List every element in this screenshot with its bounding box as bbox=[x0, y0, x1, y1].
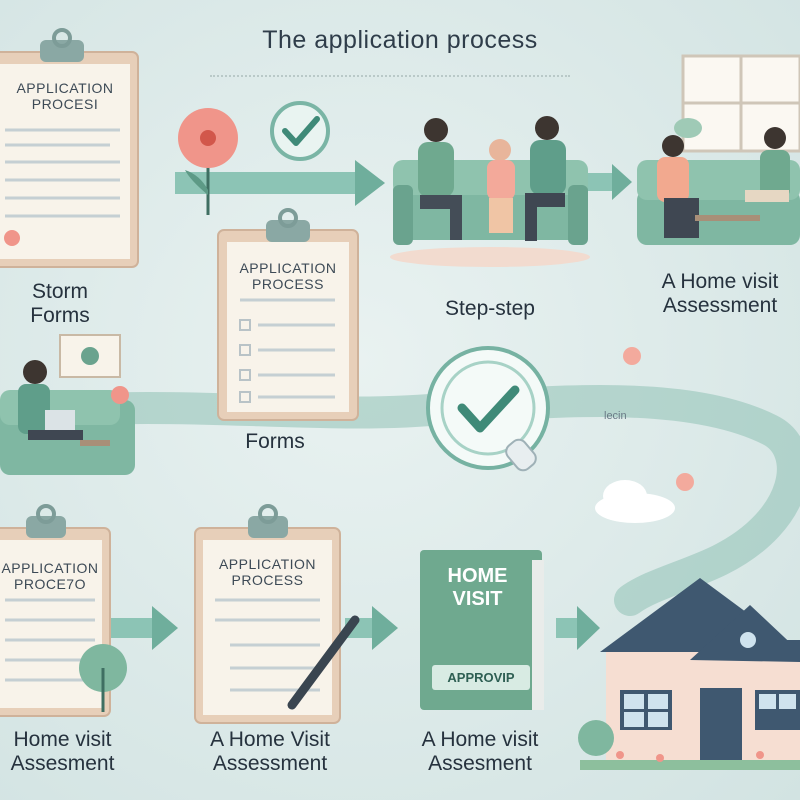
clipboard-line2: PROCE7O bbox=[14, 576, 86, 592]
clipboard-icon bbox=[0, 28, 139, 268]
label-line1: Home visit bbox=[13, 728, 112, 751]
label-home-visit-assessment: A Home visit Assessment bbox=[640, 270, 800, 318]
tree-icon bbox=[79, 644, 127, 712]
clipboard-line2: PROCESS bbox=[231, 572, 304, 588]
label-line2: Assessment bbox=[662, 294, 778, 318]
approved-stamp: APPROVIP bbox=[447, 670, 515, 685]
page-title: The application process bbox=[262, 26, 538, 54]
clipboard-heading: APPLICATION PROCESS bbox=[203, 556, 332, 588]
family-sofa-illustration bbox=[390, 116, 590, 267]
book-line1: HOME bbox=[447, 565, 508, 587]
label-line1: A Home visit bbox=[421, 728, 539, 751]
label-line1: A Home Visit bbox=[210, 728, 330, 751]
label-home-visit-assessment: A Home Visit Assessment bbox=[185, 728, 355, 776]
arrow-right-icon bbox=[110, 606, 178, 650]
clipboard-heading: APPLICATION PROCE7O bbox=[0, 560, 100, 592]
clipboard-line1: APPLICATION bbox=[1, 560, 99, 576]
clipboard-line1: APPLICATION bbox=[239, 260, 337, 276]
label-line1: Storm bbox=[31, 280, 88, 303]
label-home-visit-assessment: Home visit Assesment bbox=[0, 728, 125, 776]
clipboard-line2: PROCESS bbox=[252, 276, 324, 292]
cloud-icon bbox=[595, 480, 675, 523]
label-forms: Forms bbox=[245, 430, 305, 453]
label-line2: Forms bbox=[30, 304, 90, 328]
clipboard-icon bbox=[217, 208, 359, 421]
book-title: HOME VISIT bbox=[420, 565, 535, 611]
house-illustration bbox=[578, 578, 800, 770]
check-badge-icon bbox=[270, 101, 330, 161]
arrow-right-icon bbox=[585, 164, 632, 200]
person-laptop-illustration bbox=[0, 334, 135, 475]
flower-icon bbox=[178, 108, 238, 215]
label-line2: Assessment bbox=[212, 752, 328, 776]
path-tag: lecin bbox=[604, 410, 627, 422]
pen-icon bbox=[287, 615, 360, 710]
clipboard-heading: APPLICATION PROCESS bbox=[227, 260, 349, 292]
label-line1: A Home visit bbox=[661, 270, 779, 293]
clipboard-line1: APPLICATION bbox=[16, 80, 114, 96]
approved-check-icon bbox=[426, 346, 550, 472]
label-line2: Assesment bbox=[428, 752, 532, 776]
clipboard-heading: APPLICATION PROCESI bbox=[0, 80, 130, 112]
label-storm-forms: Storm Forms bbox=[0, 280, 120, 328]
arrow-right-icon bbox=[175, 160, 385, 206]
home-visit-book bbox=[420, 550, 544, 710]
blossom-icon bbox=[623, 347, 694, 491]
arrow-right-icon bbox=[556, 606, 600, 650]
label-step-step: Step-step bbox=[445, 297, 535, 320]
home-visit-scene bbox=[637, 54, 800, 245]
book-line2: VISIT bbox=[452, 588, 503, 610]
clipboard-line2: PROCESI bbox=[31, 96, 99, 112]
clipboard-icon bbox=[0, 504, 111, 717]
clipboard-line1: APPLICATION bbox=[218, 556, 317, 572]
label-line2: Assesment bbox=[10, 752, 115, 776]
label-home-visit-assessment: A Home visit Assesment bbox=[400, 728, 560, 776]
title-divider bbox=[210, 75, 570, 77]
clipboard-icon bbox=[194, 504, 341, 724]
